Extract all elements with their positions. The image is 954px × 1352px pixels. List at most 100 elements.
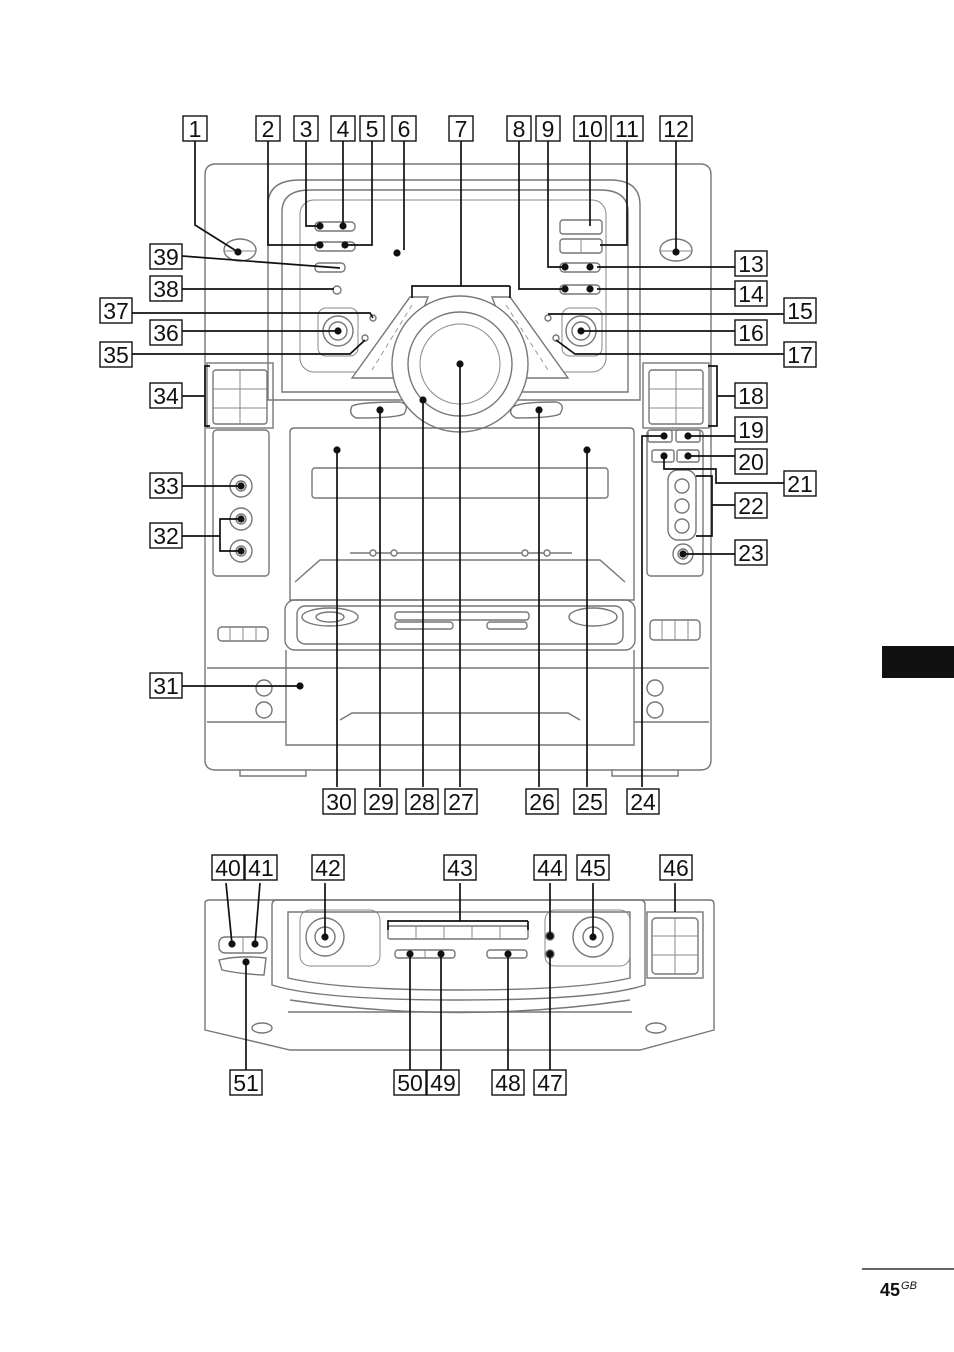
- svg-text:34: 34: [153, 383, 179, 409]
- svg-text:29: 29: [368, 789, 394, 815]
- svg-text:47: 47: [537, 1070, 563, 1096]
- callout-16: 16: [734, 319, 768, 346]
- page-number: 45GB: [880, 1280, 917, 1301]
- page-number-value: 45: [880, 1280, 901, 1300]
- callout-19: 19: [734, 416, 768, 443]
- svg-text:25: 25: [577, 789, 603, 815]
- callout-31: 31: [149, 672, 183, 699]
- callout-33: 33: [149, 472, 183, 499]
- svg-text:22: 22: [738, 493, 764, 519]
- callout-28: 28: [405, 788, 439, 815]
- callout-15: 15: [783, 297, 817, 324]
- svg-text:41: 41: [248, 855, 274, 881]
- svg-text:6: 6: [398, 116, 411, 142]
- callout-9: 9: [535, 115, 561, 142]
- callout-3: 3: [293, 115, 319, 142]
- svg-text:46: 46: [663, 855, 689, 881]
- svg-text:21: 21: [787, 471, 813, 497]
- callout-36: 36: [149, 319, 183, 346]
- page-number-suffix: GB: [901, 1280, 917, 1292]
- svg-text:13: 13: [738, 251, 764, 277]
- control-strip-detail-drawing: [204, 899, 715, 1051]
- callout-27: 27: [444, 788, 478, 815]
- callout-labels: 1 2 3 4 5 6 7 8 9 10 11 12 13 14 15 16 1…: [99, 115, 817, 1096]
- callout-46: 46: [659, 854, 693, 881]
- svg-text:36: 36: [153, 320, 179, 346]
- callout-13: 13: [734, 250, 768, 277]
- callout-25: 25: [573, 788, 607, 815]
- leader-lines: [132, 141, 784, 1070]
- svg-text:10: 10: [577, 116, 603, 142]
- svg-text:11: 11: [615, 116, 639, 142]
- callout-44: 44: [533, 854, 567, 881]
- callout-11: 11: [610, 115, 644, 142]
- callout-1: 1: [182, 115, 208, 142]
- svg-text:16: 16: [738, 320, 764, 346]
- svg-text:9: 9: [542, 116, 555, 142]
- callout-5: 5: [359, 115, 385, 142]
- svg-text:45: 45: [580, 855, 606, 881]
- callout-35: 35: [99, 341, 133, 368]
- svg-text:51: 51: [233, 1070, 259, 1096]
- svg-text:20: 20: [738, 449, 764, 475]
- svg-text:28: 28: [409, 789, 435, 815]
- callout-7: 7: [448, 115, 474, 142]
- svg-text:38: 38: [153, 276, 179, 302]
- svg-text:31: 31: [153, 673, 179, 699]
- callout-34: 34: [149, 382, 183, 409]
- leader-dots: [228, 222, 692, 966]
- svg-text:50: 50: [397, 1070, 423, 1096]
- svg-text:17: 17: [787, 342, 813, 368]
- svg-text:32: 32: [153, 523, 179, 549]
- callout-17: 17: [783, 341, 817, 368]
- callout-37: 37: [99, 297, 133, 324]
- main-unit-drawing: [204, 163, 712, 777]
- callout-32: 32: [149, 522, 183, 549]
- callout-45: 45: [576, 854, 610, 881]
- svg-text:49: 49: [430, 1070, 456, 1096]
- callout-23: 23: [734, 539, 768, 566]
- svg-text:30: 30: [326, 789, 352, 815]
- callout-20: 20: [734, 448, 768, 475]
- svg-text:23: 23: [738, 540, 764, 566]
- svg-text:27: 27: [448, 789, 474, 815]
- callout-4: 4: [330, 115, 356, 142]
- callout-49: 49: [426, 1069, 460, 1096]
- svg-text:42: 42: [315, 855, 341, 881]
- callout-2: 2: [255, 115, 281, 142]
- callout-14: 14: [734, 280, 768, 307]
- svg-text:14: 14: [738, 281, 764, 307]
- callout-47: 47: [533, 1069, 567, 1096]
- callout-18: 18: [734, 382, 768, 409]
- callout-12: 12: [659, 115, 693, 142]
- callout-51: 51: [229, 1069, 263, 1096]
- callout-40: 40: [211, 854, 245, 881]
- callout-26: 26: [525, 788, 559, 815]
- section-thumb-tab: [882, 646, 954, 678]
- svg-text:19: 19: [738, 417, 764, 443]
- svg-text:44: 44: [537, 855, 563, 881]
- svg-text:15: 15: [787, 298, 813, 324]
- svg-text:8: 8: [513, 116, 526, 142]
- svg-text:33: 33: [153, 473, 179, 499]
- svg-text:24: 24: [630, 789, 656, 815]
- svg-text:12: 12: [663, 116, 689, 142]
- footer-rule: [862, 1268, 954, 1270]
- callout-30: 30: [322, 788, 356, 815]
- svg-text:37: 37: [103, 298, 129, 324]
- svg-text:39: 39: [153, 244, 179, 270]
- callout-8: 8: [506, 115, 532, 142]
- svg-text:4: 4: [337, 116, 350, 142]
- callout-50: 50: [393, 1069, 427, 1096]
- callout-42: 42: [311, 854, 345, 881]
- svg-text:2: 2: [262, 116, 275, 142]
- callout-6: 6: [391, 115, 417, 142]
- svg-text:7: 7: [455, 116, 468, 142]
- svg-text:48: 48: [495, 1070, 521, 1096]
- svg-text:35: 35: [103, 342, 129, 368]
- callout-29: 29: [364, 788, 398, 815]
- callout-41: 41: [244, 854, 278, 881]
- callout-24: 24: [626, 788, 660, 815]
- callout-48: 48: [491, 1069, 525, 1096]
